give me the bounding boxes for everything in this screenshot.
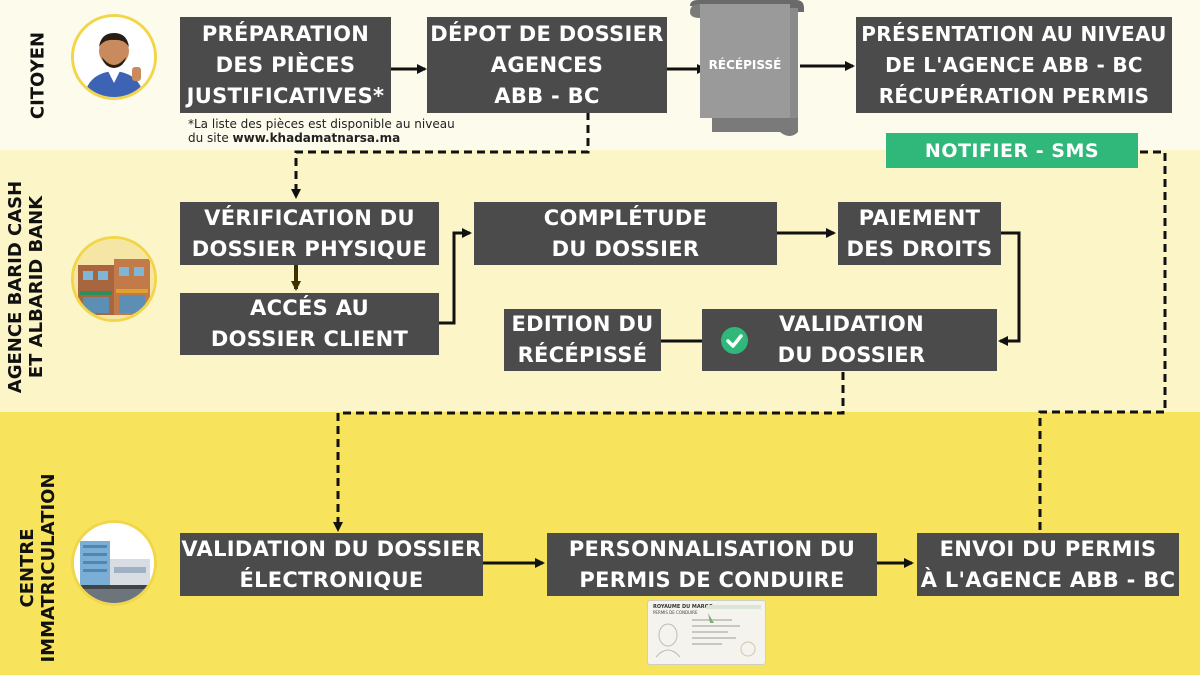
arrow-depot-to-verification [291, 112, 590, 199]
footnote: *La liste des pièces est disponible au n… [188, 117, 455, 145]
agency-avatar [71, 236, 157, 322]
license-card-header: ROYAUME DU MAROC [653, 604, 713, 610]
recepisse-scroll: RÉCÉPISSÉ [686, 0, 806, 140]
notify-sms-badge: NOTIFIER - SMS [886, 133, 1138, 168]
citizen-avatar [71, 14, 157, 100]
arrow-paiement-to-validation [998, 231, 1021, 346]
license-card: ROYAUME DU MAROC PERMIS DE CONDUIRE [647, 600, 766, 665]
arrow-validation-to-electronique [333, 372, 845, 532]
line-envoi-to-sms [1038, 150, 1167, 530]
license-card-sub: PERMIS DE CONDUIRE [653, 610, 698, 615]
centre-avatar [71, 520, 157, 606]
arrow-acces-to-completude [438, 228, 472, 325]
check-icon [721, 327, 748, 354]
recepisse-scroll-label: RÉCÉPISSÉ [708, 58, 782, 72]
site-link[interactable]: www.khadamatnarsa.ma [232, 131, 401, 145]
